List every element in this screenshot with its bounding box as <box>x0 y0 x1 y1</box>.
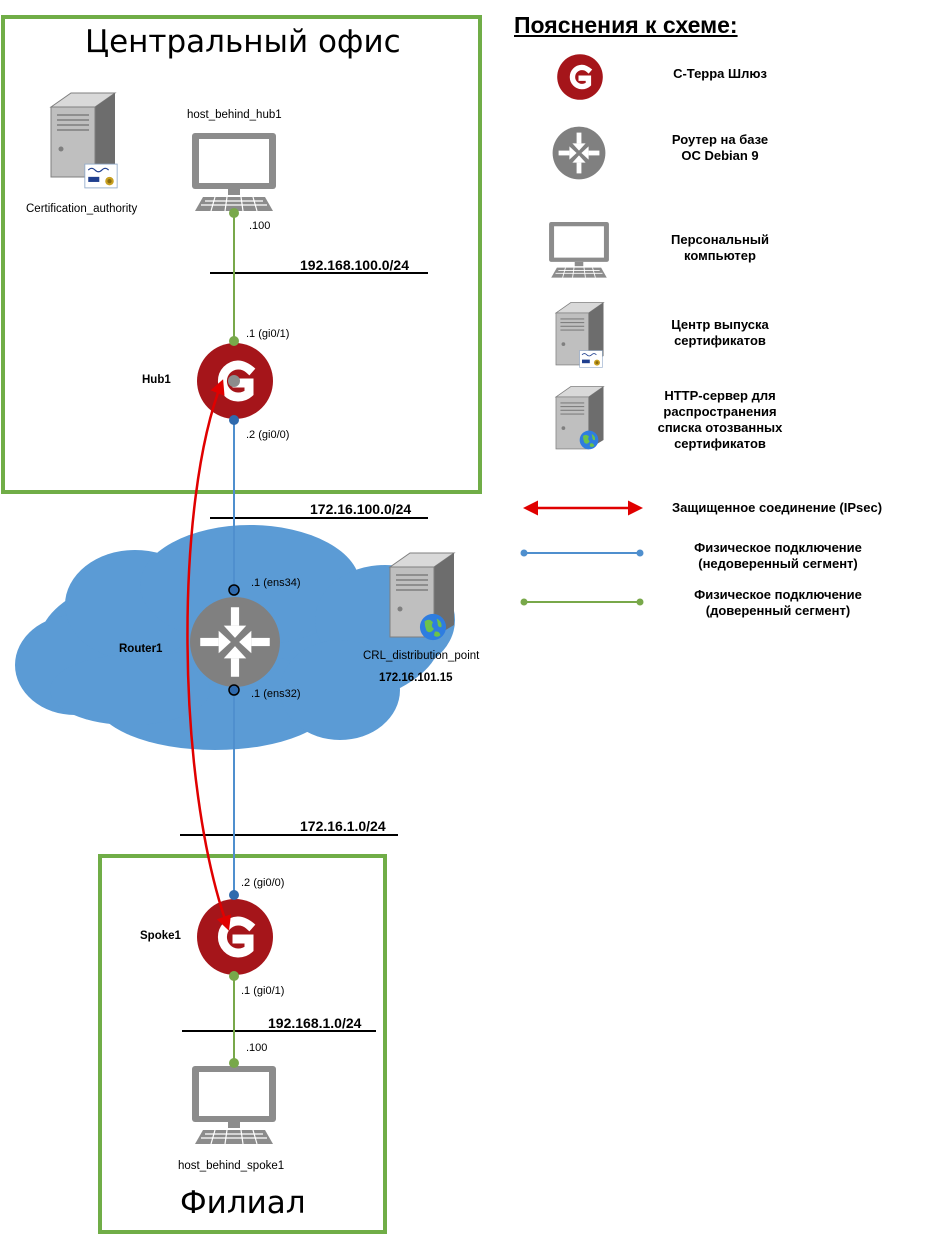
legend-ca-label: Центр выпуска сертификатов <box>671 317 769 348</box>
legend-title: Пояснения к схеме: <box>514 12 738 38</box>
crl-ip-label: 172.16.101.15 <box>379 672 453 684</box>
legend-globe-icon <box>579 430 599 450</box>
branch-zone <box>98 854 387 1234</box>
host-hub1-pc-icon[interactable] <box>191 133 277 212</box>
central-office-title: Центральный офис <box>85 24 401 60</box>
legend-untrusted-dot-right <box>636 549 644 557</box>
ipsec-tunnel-arrow <box>186 379 232 931</box>
legend-router-icon <box>552 126 606 180</box>
untrusted-network-cloud <box>15 525 455 750</box>
if-hub1-gi00: .2 (gi0/0) <box>246 429 290 441</box>
central-office-zone <box>1 15 482 494</box>
router1-router-icon[interactable] <box>190 597 280 687</box>
host-spoke1-label: host_behind_spoke1 <box>178 1160 285 1172</box>
legend-pc-icon <box>548 222 610 279</box>
net-label-192-168-100: 192.168.100.0/24 <box>300 257 409 273</box>
legend-ca-certificate-icon <box>579 350 603 368</box>
net-label-192-168-1: 192.168.1.0/24 <box>268 1015 362 1031</box>
router1-label: Router1 <box>119 643 163 655</box>
branch-title: Филиал <box>180 1185 306 1221</box>
spoke1-gateway-icon[interactable] <box>197 899 273 975</box>
if-router-ens34: .1 (ens34) <box>251 577 301 589</box>
legend-router-label: Роутер на базе ОС Debian 9 <box>671 132 769 163</box>
if-hub1-gi01: .1 (gi0/1) <box>246 328 290 340</box>
crl-globe-icon <box>419 613 447 641</box>
host-hub1-label: host_behind_hub1 <box>187 109 282 121</box>
legend-http-label: HTTP-сервер для распространения списка о… <box>657 388 783 451</box>
legend-gateway-icon <box>557 54 603 100</box>
if-spoke1-gi00: .2 (gi0/0) <box>241 877 285 889</box>
legend-ipsec-label: Защищенное соединение (IPsec) <box>672 500 883 515</box>
legend-trusted-dot-left <box>520 598 528 606</box>
legend-pc-label: Персональный компьютер <box>671 232 769 263</box>
legend-trusted-dot-right <box>636 598 644 606</box>
if-spoke1-gi01: .1 (gi0/1) <box>241 985 285 997</box>
hub1-label: Hub1 <box>142 374 171 386</box>
net-label-172-16-100: 172.16.100.0/24 <box>310 501 412 517</box>
legend-untrusted-label: Физическое подключение (недоверенный сег… <box>694 540 862 571</box>
ca-label: Certification_authority <box>26 203 138 215</box>
if-router-ens32: .1 (ens32) <box>251 688 301 700</box>
if-host-hub1: .100 <box>249 220 271 232</box>
legend-untrusted-dot-left <box>520 549 528 557</box>
port-dots <box>228 208 240 1068</box>
net-label-172-16-1: 172.16.1.0/24 <box>300 818 386 834</box>
host-spoke1-pc-icon[interactable] <box>191 1066 277 1145</box>
spoke1-label: Spoke1 <box>140 930 181 942</box>
crl-label: CRL_distribution_point <box>363 650 480 662</box>
legend-gateway-label: С-Терра Шлюз <box>673 66 767 81</box>
if-host-spoke1: .100 <box>246 1042 268 1054</box>
ca-certificate-icon <box>84 163 118 189</box>
legend-trusted-label: Физическое подключение (доверенный сегме… <box>694 587 862 618</box>
